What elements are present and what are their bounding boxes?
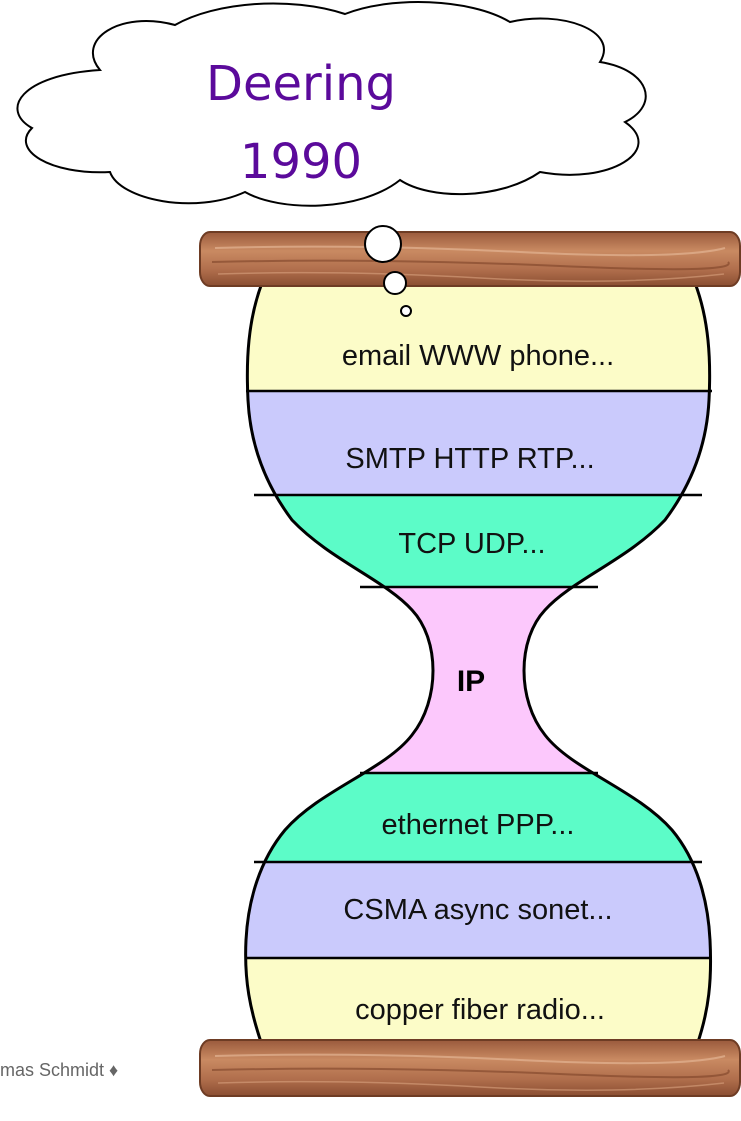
layer-label-app-protocols: SMTP HTTP RTP... [345,443,594,475]
band-applications [245,283,711,391]
cloud-title-line2: 1990 [240,134,362,190]
layer-label-access: CSMA async sonet... [343,894,612,926]
band-physical [245,958,711,1045]
thought-bubble-medium [383,271,407,295]
top-wood-cap [199,231,741,287]
hourglass-outline [244,282,713,1046]
band-access [245,862,711,958]
layer-label-transport: TCP UDP... [398,528,545,560]
thought-bubble-small [400,305,412,317]
layer-label-link: ethernet PPP... [382,809,575,841]
layer-dividers [246,389,712,960]
band-app-protocols [245,391,711,495]
thought-bubble-large [364,225,402,263]
layer-label-applications: email WWW phone... [342,340,614,372]
footer-author: mas Schmidt ♦ [0,1060,118,1080]
layer-label-network: IP [457,665,485,698]
bottom-wood-cap [199,1039,741,1097]
cloud-title-line1: Deering [206,56,396,112]
thought-cloud [16,1,647,317]
layer-label-physical: copper fiber radio... [355,994,605,1026]
